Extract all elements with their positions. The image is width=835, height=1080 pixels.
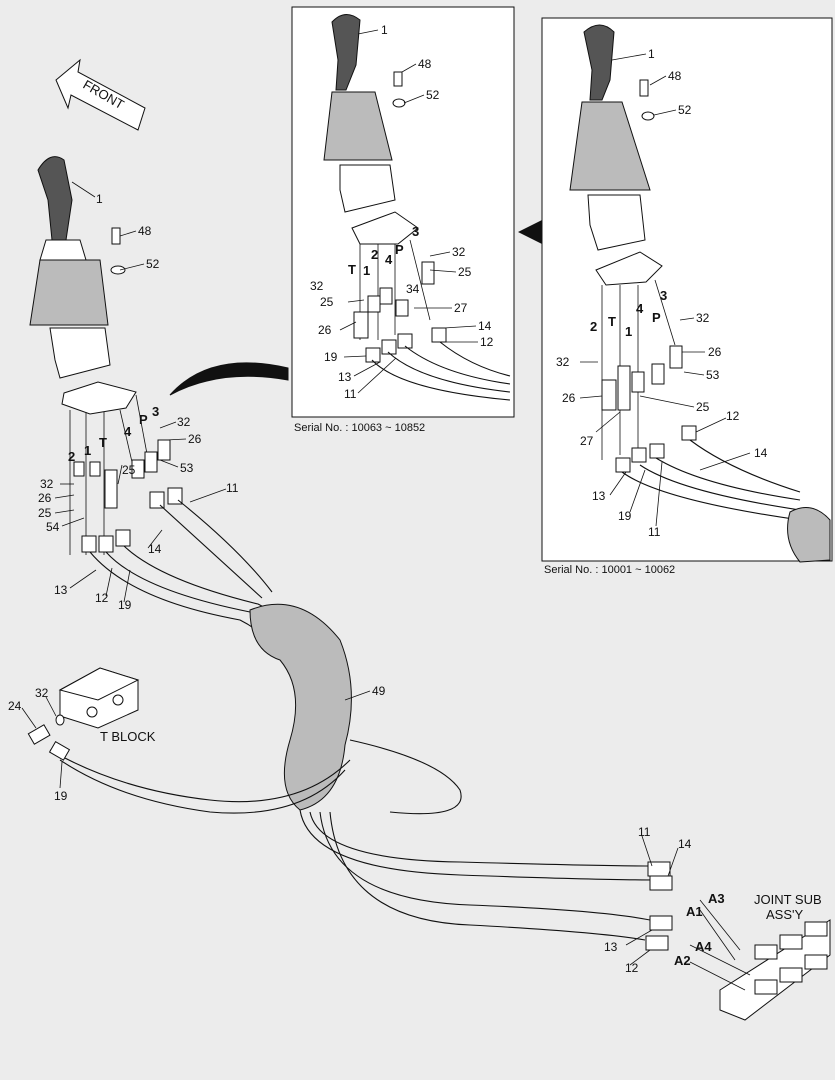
port-label-a1: A1 (686, 904, 703, 919)
part-label: 52 (678, 103, 692, 117)
part-label: 11 (638, 825, 651, 839)
part-label: 32 (35, 686, 49, 700)
part-label: 25 (458, 265, 472, 279)
part-label: 1 (381, 23, 388, 37)
port-label-a2: A2 (674, 953, 691, 968)
part-label: 24 (8, 699, 22, 713)
part-label: P (139, 412, 148, 427)
part-label: 14 (148, 542, 162, 556)
part-label: 13 (592, 489, 606, 503)
right-inset-caption: Serial No. : 10001 ~ 10062 (544, 564, 675, 576)
upper-inset-caption: Serial No. : 10063 ~ 10852 (294, 422, 425, 434)
part-label: T (608, 314, 616, 329)
part-label: 1 (363, 263, 370, 278)
right-inset-pointer (518, 220, 542, 244)
part-label: 19 (324, 350, 338, 364)
part-label: 25 (122, 463, 136, 477)
port-label-a4: A4 (695, 939, 712, 954)
right-inset: Serial No. : 10001 ~ 10062 (541, 17, 833, 576)
part-label: 26 (708, 345, 722, 359)
part-label: 4 (124, 424, 132, 439)
leader-lines (21, 29, 751, 966)
t-block-title: T BLOCK (100, 729, 156, 744)
part-label: 26 (38, 491, 52, 505)
part-label: P (395, 242, 404, 257)
part-label: 3 (412, 224, 419, 239)
part-label: 11 (344, 387, 357, 401)
part-label: 32 (452, 245, 466, 259)
part-label: 2 (371, 247, 378, 262)
part-label: 19 (54, 789, 68, 803)
part-label: 26 (562, 391, 576, 405)
part-label: 53 (180, 461, 194, 475)
part-label: 25 (38, 506, 52, 520)
port-label-a3: A3 (708, 891, 725, 906)
part-label: 54 (46, 520, 60, 534)
part-label: 34 (406, 282, 420, 296)
upper-inset-pointer (169, 362, 289, 396)
part-label: 48 (668, 69, 682, 83)
joint-sub-title-line1: JOINT SUB (754, 892, 822, 907)
main-joystick (29, 156, 183, 555)
t-block-assembly: T BLOCK (27, 667, 156, 761)
upper-inset-part-labels: 1 48 52 3 32 25 2 4 P 34 T 1 32 25 27 26… (310, 23, 494, 401)
part-label: 25 (696, 400, 710, 414)
part-label: 1 (96, 192, 103, 206)
right-inset-part-labels: 1 48 52 3 32 P 4 T 2 1 26 53 32 25 26 27… (556, 47, 768, 539)
part-label: 1 (625, 324, 632, 339)
right-inset-frame (541, 17, 833, 562)
part-label: 52 (426, 88, 440, 102)
front-direction-arrow: FRONT (55, 58, 146, 131)
part-label: 19 (618, 509, 632, 523)
part-label: 1 (648, 47, 655, 61)
joint-sub-assembly: JOINT SUB ASS'Y (645, 861, 831, 1021)
part-label: 14 (754, 446, 768, 460)
part-label: T (99, 435, 107, 450)
part-label: P (652, 310, 661, 325)
part-label: 53 (706, 368, 720, 382)
part-label: 2 (68, 449, 75, 464)
part-label: 49 (372, 684, 386, 698)
part-label: 27 (580, 434, 594, 448)
part-label: T (348, 262, 356, 277)
part-label: 14 (678, 837, 692, 851)
part-label: 27 (454, 301, 468, 315)
part-label: 12 (726, 409, 740, 423)
part-label: 48 (138, 224, 152, 238)
part-label: 4 (636, 301, 644, 316)
part-label: 25 (320, 295, 334, 309)
upper-inset-frame (291, 6, 515, 418)
part-label: 11 (226, 481, 239, 495)
part-label: 32 (556, 355, 570, 369)
part-label: 3 (660, 288, 667, 303)
part-label: 32 (696, 311, 710, 325)
part-label: 13 (54, 583, 68, 597)
part-label: 48 (418, 57, 432, 71)
part-label: 32 (177, 415, 191, 429)
part-label: 12 (480, 335, 494, 349)
upper-inset: Serial No. : 10063 ~ 10852 (291, 6, 515, 434)
lower-part-labels: 24 32 19 49 11 14 13 12 (8, 684, 692, 975)
part-label: 3 (152, 404, 159, 419)
hose-bundle (49, 499, 661, 941)
part-label: 11 (648, 525, 661, 539)
part-label: 19 (118, 598, 132, 612)
part-label: 52 (146, 257, 160, 271)
main-part-labels: 1 48 52 32 26 53 54 25 T 1 2 4 P 3 32 26… (38, 192, 239, 612)
part-label: 13 (604, 940, 618, 954)
joint-sub-title-line2: ASS'Y (766, 907, 803, 922)
part-label: 32 (40, 477, 54, 491)
part-label: 12 (95, 591, 109, 605)
part-label: 1 (84, 443, 91, 458)
part-label: 4 (385, 252, 393, 267)
part-label: 14 (478, 319, 492, 333)
part-label: 26 (318, 323, 332, 337)
part-label: 2 (590, 319, 597, 334)
part-label: 13 (338, 370, 352, 384)
part-label: 12 (625, 961, 639, 975)
part-label: 32 (310, 279, 324, 293)
port-labels: A3 A1 A4 A2 (674, 891, 725, 968)
part-label: 26 (188, 432, 202, 446)
